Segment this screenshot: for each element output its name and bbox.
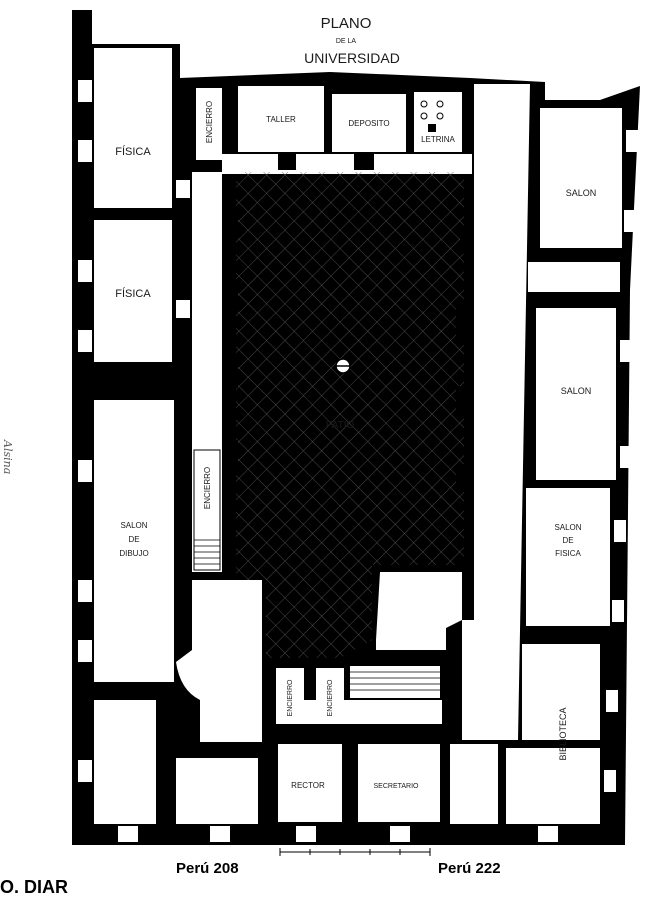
label-salon-fisica-2: DE — [562, 536, 573, 545]
label-biblioteca: BIBLIOTECA — [558, 707, 568, 760]
right-corridor — [462, 84, 530, 740]
label-salon-1: SALON — [566, 188, 597, 198]
patio-pillar-right-3 — [456, 386, 472, 416]
letrina-fixtures — [420, 100, 444, 132]
patio-pillar-right-4 — [456, 464, 472, 492]
room-encierro-bottom-1 — [276, 668, 304, 724]
margin-note: Alsina — [1, 440, 14, 475]
room-salon-fisica — [526, 488, 610, 626]
room-fisica-2 — [94, 220, 172, 362]
window-openings — [78, 80, 638, 842]
patio-pillar-top-2 — [354, 154, 374, 170]
label-salon-dibujo-1: SALON — [120, 521, 147, 530]
label-taller: TALLER — [266, 115, 296, 124]
label-patio: PATIO — [326, 420, 355, 431]
patio — [236, 172, 464, 658]
patio-pillar-left-1 — [224, 218, 238, 240]
room-biblioteca — [522, 644, 600, 740]
room-bottom-right-2 — [506, 748, 600, 824]
label-salon-fisica-3: FISICA — [555, 549, 581, 558]
label-salon-2: SALON — [561, 386, 592, 396]
label-salon-fisica-1: SALON — [554, 523, 581, 532]
room-salon-dibujo — [94, 400, 174, 682]
room-lower-right-patio — [376, 572, 462, 650]
room-right-small — [528, 262, 620, 292]
label-letrina: LETRINA — [421, 135, 455, 144]
room-fisica-1 — [94, 48, 172, 208]
scale-bar — [279, 848, 431, 856]
label-encierro-bottom-2: ENCIERRO — [327, 679, 334, 717]
encierro-top-room — [196, 88, 222, 160]
street-label-left: Perú 208 — [176, 860, 239, 877]
street-label-right: Perú 222 — [438, 860, 501, 877]
patio-pillar-right-2 — [456, 306, 472, 336]
room-secretario — [358, 744, 440, 822]
label-secretario: SECRETARIO — [374, 783, 420, 790]
room-bottom-left — [94, 700, 156, 824]
room-deposito — [332, 94, 406, 152]
label-encierro-left: ENCIERRO — [203, 467, 212, 509]
label-encierro-bottom-1: ENCIERRO — [287, 679, 294, 717]
room-salon-2 — [536, 308, 616, 480]
title-line-3: UNIVERSIDAD — [304, 50, 400, 66]
label-salon-dibujo-2: DE — [128, 535, 139, 544]
label-encierro-top: ENCIERRO — [205, 101, 214, 143]
patio-pillar-top-1 — [278, 154, 296, 170]
label-fisica-2: FÍSICA — [115, 287, 151, 300]
patio-pillar-left-2 — [224, 290, 238, 312]
patio-pillar-left-3 — [224, 362, 238, 388]
title-line-1: PLANO — [321, 15, 372, 32]
label-rector: RECTOR — [291, 781, 325, 790]
room-taller — [238, 86, 324, 152]
patio-pillar-right-1 — [460, 228, 476, 254]
vestibule-left — [176, 580, 262, 742]
central-stair — [350, 666, 440, 698]
label-deposito: DEPOSITO — [348, 119, 389, 128]
room-salon-1 — [540, 108, 622, 248]
label-fisica-1: FÍSICA — [115, 145, 151, 158]
patio-pillar-left-4 — [224, 440, 238, 468]
title-line-2: DE LA — [336, 38, 357, 45]
top-gallery — [222, 154, 472, 174]
room-bottom-center-left — [176, 758, 258, 824]
room-rector — [278, 744, 342, 822]
label-salon-dibujo-3: DIBUJO — [119, 549, 148, 558]
left-stair — [193, 449, 221, 571]
corner-text: O. DIAR — [0, 877, 69, 897]
central-stair-treads — [350, 671, 440, 691]
room-bottom-right-1 — [450, 744, 498, 824]
room-encierro-bottom-2 — [316, 668, 344, 724]
